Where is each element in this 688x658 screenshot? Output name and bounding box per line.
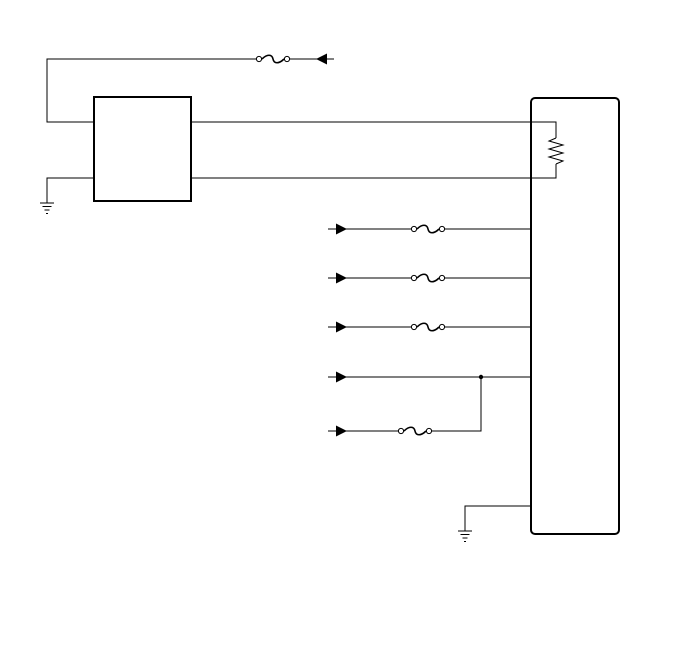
input-line-5 — [328, 377, 482, 437]
input-arrow-icon — [336, 223, 347, 235]
input-line-1 — [328, 223, 531, 235]
sensor-resistor — [531, 121, 565, 179]
top-supply-wire — [46, 58, 259, 123]
supply-arrow-icon — [316, 53, 327, 65]
input-arrow-icon — [336, 321, 347, 333]
ecu-box — [530, 97, 620, 535]
resistor-icon — [547, 137, 565, 165]
input-fuse — [410, 322, 446, 332]
ground-icon — [458, 530, 472, 542]
input-fuse — [410, 224, 446, 234]
input-fuse — [410, 273, 446, 283]
left-module-box — [93, 96, 192, 202]
input-arrow-icon — [336, 425, 347, 437]
input-line-3 — [328, 321, 531, 333]
ground-icon — [40, 202, 54, 214]
left-ground — [40, 177, 94, 214]
input-fuse — [397, 426, 433, 436]
top-supply-circuit — [46, 53, 334, 123]
ecu-ground — [458, 505, 531, 542]
input-line-2 — [328, 272, 531, 284]
input-line-4 — [328, 371, 531, 383]
supply-fuse — [255, 54, 291, 64]
input-arrow-icon — [336, 272, 347, 284]
input-arrow-icon — [336, 371, 347, 383]
